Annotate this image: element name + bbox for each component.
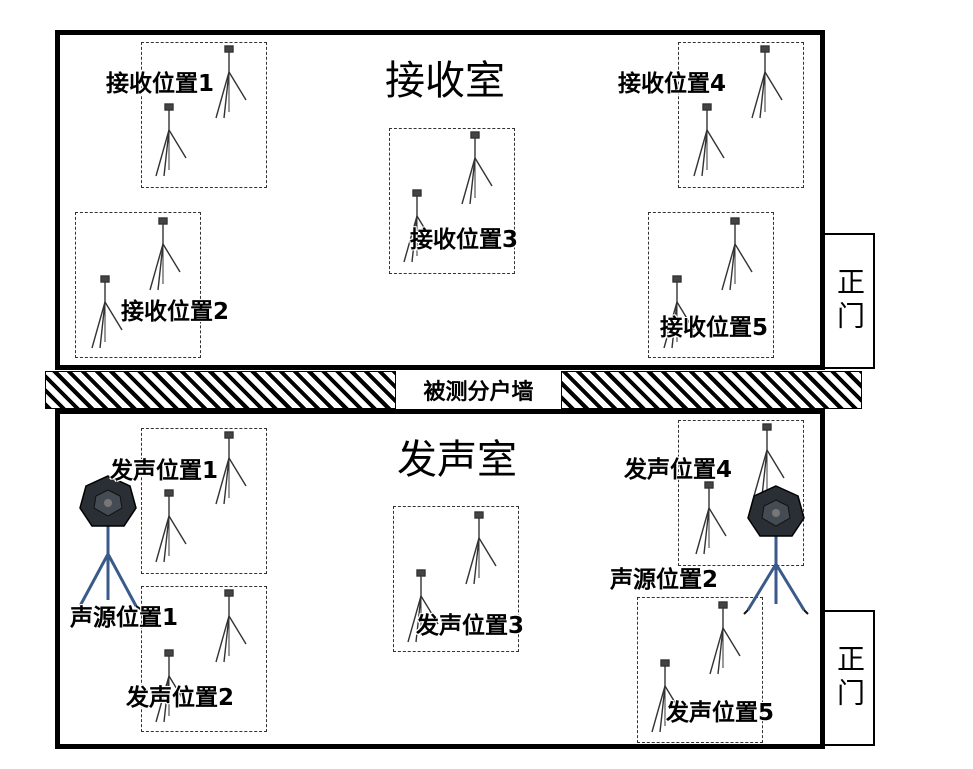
tripod-icon [407,569,439,643]
receive-zone-2 [75,212,201,358]
source-room [55,409,825,749]
source-zone-4 [678,420,804,566]
tripod-icon [461,131,493,205]
receive-zone-4 [678,42,804,188]
source-zone-2 [141,586,267,732]
tripod-icon [215,431,247,505]
tripod-icon [155,103,187,177]
tripod-icon [753,423,785,497]
tripod-icon [695,481,727,555]
source-position-4-label: 发声位置4 [624,457,733,483]
dodecahedron-speaker-icon [743,485,809,615]
receive-room [55,30,825,370]
source-room-title: 发声室 [397,437,517,483]
source-position-3-label: 发声位置3 [416,613,525,639]
tripod-icon [155,649,187,723]
receive-zone-1 [141,42,267,188]
tripod-icon [751,45,783,119]
receive-room-door: 正门 [823,233,875,369]
receive-position-3-label: 接收位置3 [410,227,519,253]
source-position-2-label: 发声位置2 [126,685,235,711]
tripod-icon [215,589,247,663]
tripod-icon [91,275,123,349]
source-position-5-label: 发声位置5 [666,700,775,726]
tripod-icon [155,489,187,563]
receive-position-1-label: 接收位置1 [106,71,215,97]
tripod-icon [651,659,683,733]
speaker-position-1-label: 声源位置1 [70,605,179,631]
receive-position-2-label: 接收位置2 [121,299,230,325]
tripod-icon [403,189,435,263]
source-zone-5 [637,597,763,743]
tripod-icon [663,275,695,349]
tripod-icon [465,511,497,585]
receive-position-5-label: 接收位置5 [660,315,769,341]
tripod-icon [149,217,181,291]
party-wall-label: 被测分户墙 [395,371,562,409]
source-zone-3 [393,506,519,652]
source-position-1-label: 发声位置1 [110,458,219,484]
receive-zone-5 [648,212,774,358]
tripod-icon [721,217,753,291]
tripod-icon [693,103,725,177]
receive-zone-3 [389,128,515,274]
tripod-icon [709,601,741,675]
source-zone-1 [141,428,267,574]
tripod-icon [215,45,247,119]
speaker-position-2-label: 声源位置2 [610,567,719,593]
source-room-door: 正门 [823,610,875,746]
receive-position-4-label: 接收位置4 [618,71,727,97]
receive-room-title: 接收室 [385,58,505,104]
dodecahedron-speaker-icon [78,475,143,611]
